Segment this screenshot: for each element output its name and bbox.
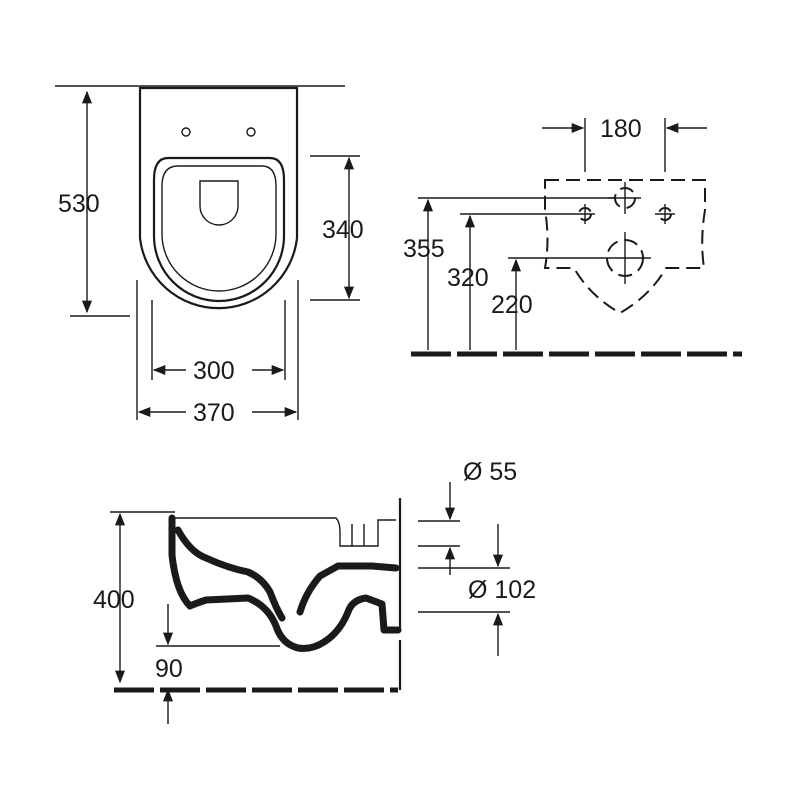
dim-label-180: 180 bbox=[600, 115, 642, 143]
mounting-hole-right bbox=[246, 127, 256, 137]
dim-label-355: 355 bbox=[403, 235, 445, 263]
dim-label-530: 530 bbox=[58, 190, 100, 218]
dim-label-55: Ø 55 bbox=[463, 458, 517, 486]
dim-label-320: 320 bbox=[447, 264, 489, 292]
seat-inner bbox=[161, 165, 277, 292]
mounting-hole-left bbox=[181, 127, 191, 137]
dim-label-340: 340 bbox=[322, 216, 364, 244]
dim-label-300: 300 bbox=[193, 357, 235, 385]
dim-label-90: 90 bbox=[155, 655, 183, 683]
top-view: 530 340 300 370 bbox=[55, 85, 364, 427]
water-trap-outline bbox=[199, 180, 239, 226]
bowl-outline bbox=[138, 86, 299, 310]
dim-label-102: Ø 102 bbox=[468, 576, 536, 604]
dim-label-370: 370 bbox=[193, 399, 235, 427]
wall-mount-view: 180 355 320 220 bbox=[403, 115, 742, 357]
bowl-profile-inner bbox=[174, 526, 286, 622]
dim-label-220: 220 bbox=[491, 291, 533, 319]
rim-top bbox=[172, 517, 396, 547]
trap-profile bbox=[296, 562, 400, 616]
seat-outer bbox=[152, 156, 286, 303]
bowl-profile-outer bbox=[168, 514, 402, 652]
dim-label-400: 400 bbox=[93, 586, 135, 614]
side-view: 400 90 Ø 55 Ø 102 bbox=[93, 458, 536, 724]
